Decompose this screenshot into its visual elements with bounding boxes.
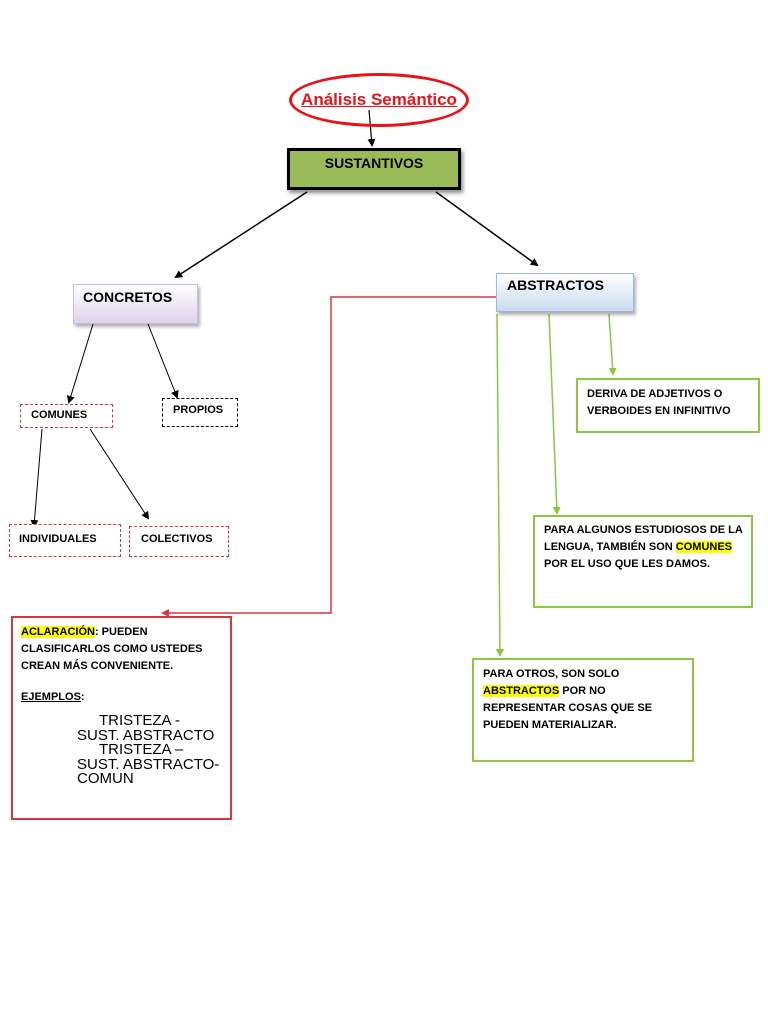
aclaracion-node: ACLARACIÓN: PUEDEN CLASIFICARLOS COMO US… bbox=[11, 616, 232, 820]
arrow-abstractos-to-algunos bbox=[548, 313, 561, 515]
ejemplos-label: EJEMPLOS bbox=[21, 691, 81, 704]
abstractos-label: ABSTRACTOS bbox=[507, 277, 604, 293]
para-otros-node: PARA OTROS, SON SOLO ABSTRACTOS POR NO R… bbox=[472, 658, 694, 762]
comunes-label: COMUNES bbox=[31, 409, 88, 421]
propios-label: PROPIOS bbox=[173, 404, 224, 416]
arrow-sustantivos-to-concretos bbox=[174, 191, 308, 279]
otros-text-post: POR NO REPRESENTAR COSAS QUE SE PUEDEN M… bbox=[483, 685, 653, 732]
ejemplos-colon: : bbox=[80, 691, 85, 704]
propios-node: PROPIOS bbox=[162, 398, 238, 427]
concretos-node: CONCRETOS bbox=[73, 284, 198, 324]
individuales-label: INDIVIDUALES bbox=[19, 533, 97, 545]
arrow-sustantivos-to-abstractos bbox=[435, 191, 539, 267]
individuales-node: INDIVIDUALES bbox=[9, 524, 121, 557]
sustantivos-node: SUSTANTIVOS bbox=[287, 148, 461, 190]
example1-word: TRISTEZA - bbox=[99, 712, 180, 730]
aclaracion-text: : PUEDEN CLASIFICARLOS COMO USTEDES CREA… bbox=[21, 626, 203, 673]
arrow-comunes-to-colectivos bbox=[89, 428, 150, 520]
colectivos-node: COLECTIVOS bbox=[129, 526, 229, 557]
aclaracion-label: ACLARACIÓN bbox=[21, 626, 95, 638]
arrow-abstractos-to-aclaracion bbox=[161, 296, 496, 617]
arrow-comunes-to-individuales bbox=[30, 428, 43, 528]
concretos-label: CONCRETOS bbox=[83, 289, 173, 305]
example2-category: SUST. ABSTRACTO-COMUN bbox=[77, 755, 220, 788]
examples-list: TRISTEZA - SUST. ABSTRACTO TRISTEZA – SU… bbox=[77, 712, 222, 788]
ejemplos-heading: EJEMPLOS: bbox=[21, 689, 222, 706]
example1-category: SUST. ABSTRACTO bbox=[77, 726, 215, 744]
algunos-text-post: POR EL USO QUE LES DAMOS. bbox=[544, 558, 711, 571]
title-node: Análisis Semántico bbox=[289, 73, 469, 127]
diagram-title: Análisis Semántico bbox=[301, 90, 457, 109]
otros-text-pre: PARA OTROS, SON SOLO bbox=[483, 668, 620, 680]
deriva-node: DERIVA DE ADJETIVOS O VERBOIDES EN INFIN… bbox=[576, 378, 760, 433]
example2-word: TRISTEZA – bbox=[99, 741, 184, 759]
algunos-highlight: COMUNES bbox=[675, 541, 733, 554]
arrow-concretos-to-comunes bbox=[66, 323, 94, 404]
otros-highlight: ABSTRACTOS bbox=[483, 685, 560, 698]
comunes-node: COMUNES bbox=[20, 404, 113, 428]
deriva-text: DERIVA DE ADJETIVOS O VERBOIDES EN INFIN… bbox=[587, 388, 731, 418]
algunos-text-pre: PARA ALGUNOS ESTUDIOSOS DE LA LENGUA, TA… bbox=[544, 524, 743, 554]
algunos-estudiosos-node: PARA ALGUNOS ESTUDIOSOS DE LA LENGUA, TA… bbox=[533, 515, 753, 608]
colectivos-label: COLECTIVOS bbox=[141, 533, 213, 545]
arrow-abstractos-to-deriva bbox=[608, 313, 617, 376]
abstractos-node: ABSTRACTOS bbox=[496, 273, 634, 312]
aclaracion-paragraph: ACLARACIÓN: PUEDEN CLASIFICARLOS COMO US… bbox=[21, 624, 222, 675]
sustantivos-label: SUSTANTIVOS bbox=[324, 155, 424, 171]
arrow-concretos-to-propios bbox=[147, 323, 179, 399]
arrow-abstractos-to-otros bbox=[495, 313, 504, 657]
